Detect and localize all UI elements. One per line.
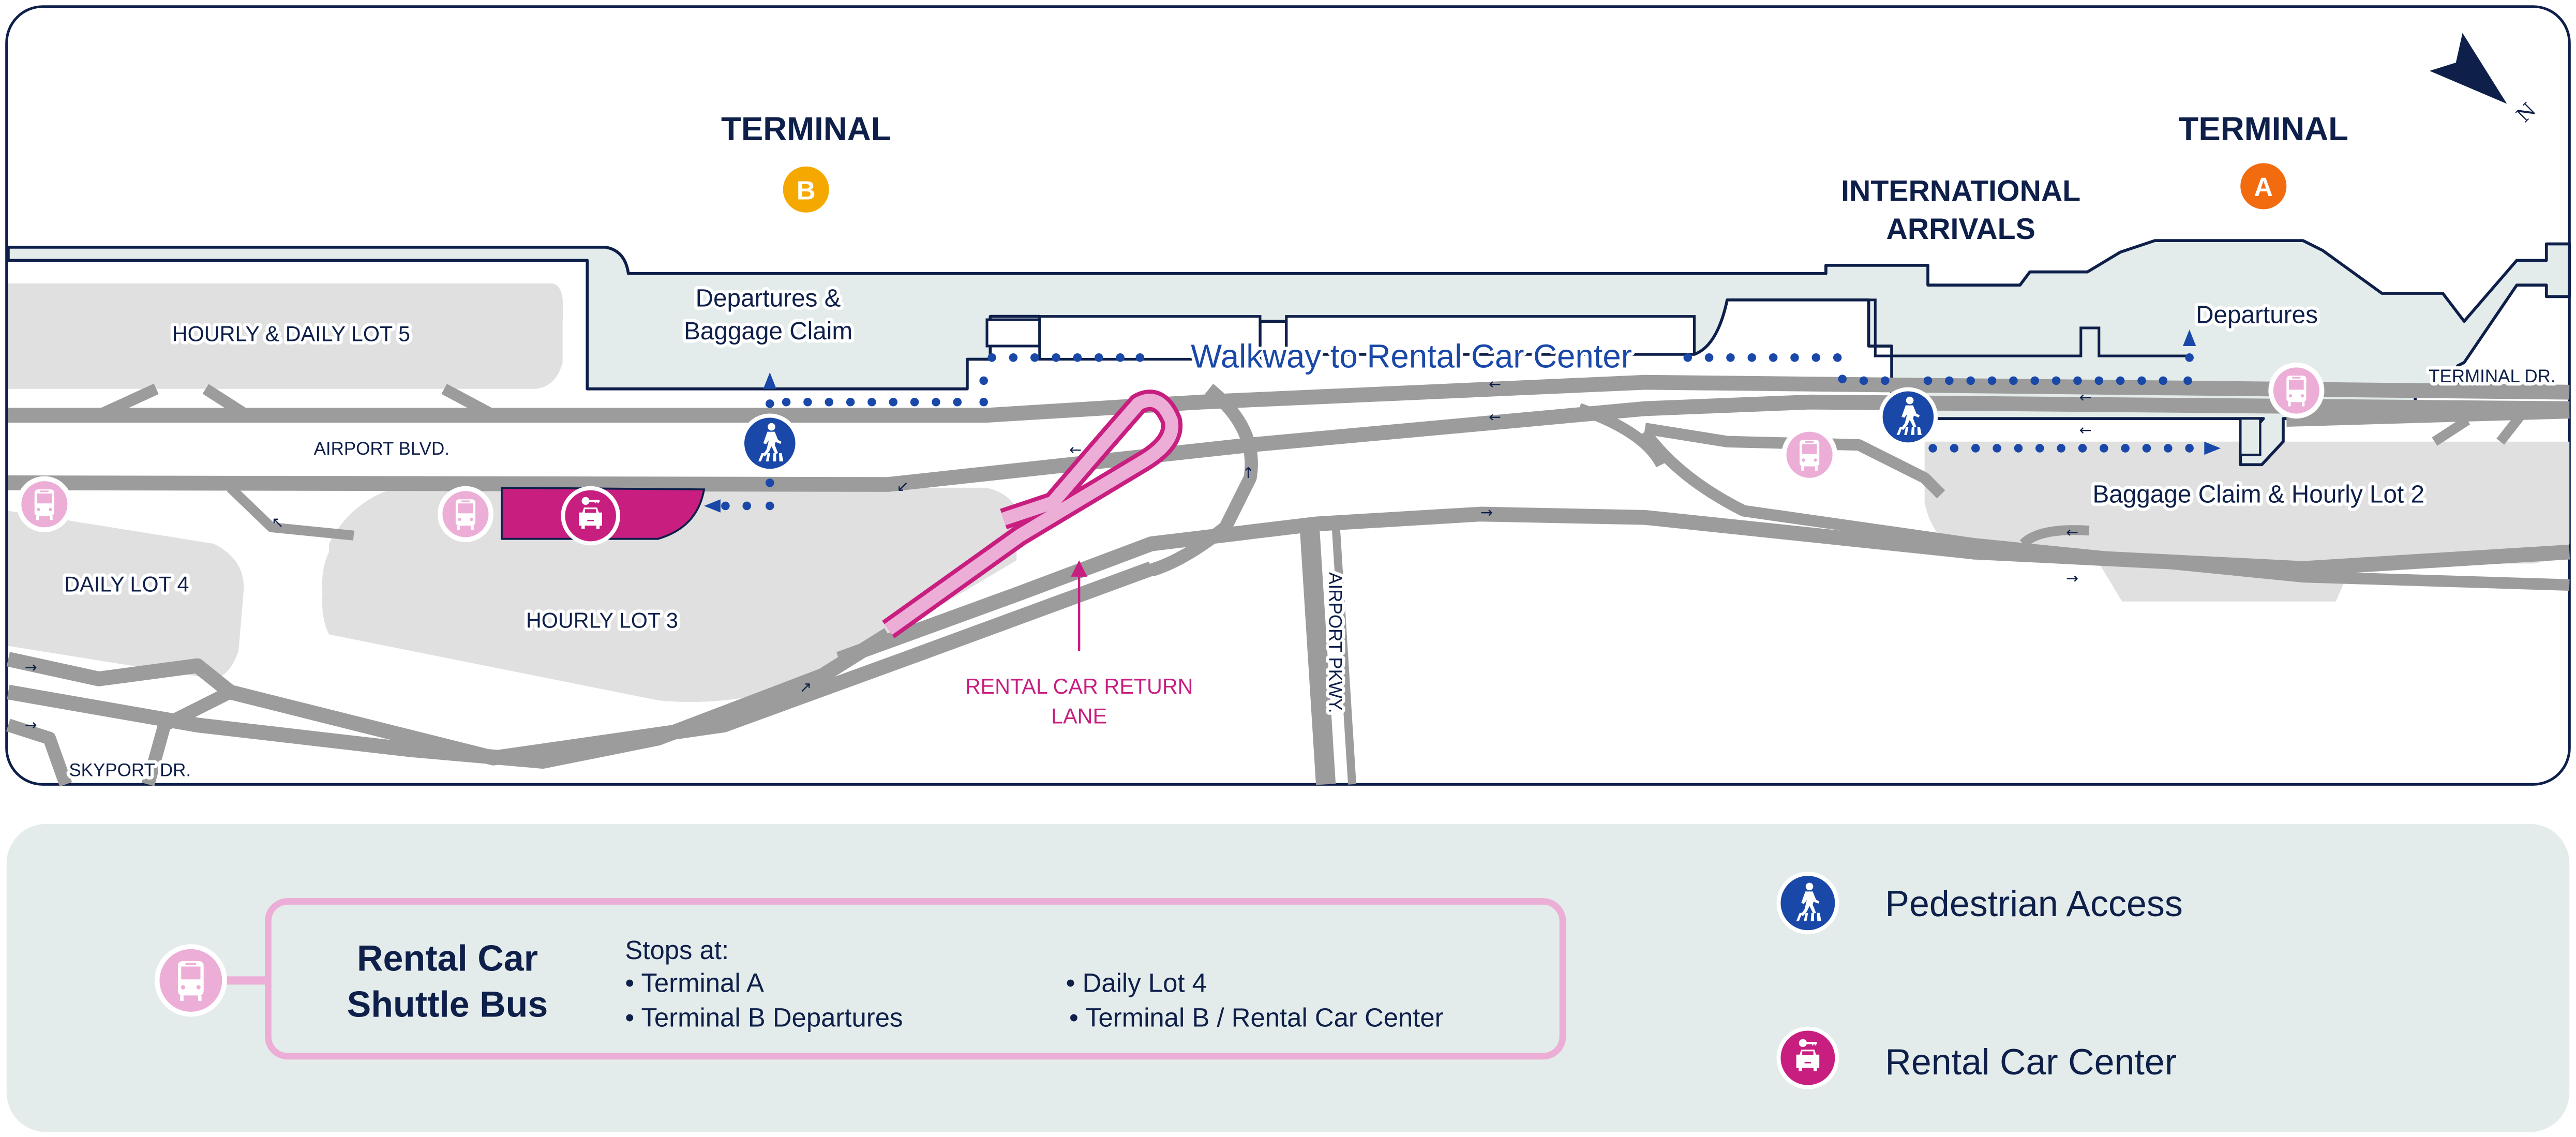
shuttle-bus-icon: [154, 944, 227, 1017]
lot-3-label: HOURLY LOT 3: [526, 609, 678, 633]
shuttle-bus-icon[interactable]: [2268, 363, 2324, 418]
legend-shuttle-title-1: Rental Car: [357, 938, 538, 978]
svg-text:↗: ↗: [800, 678, 812, 696]
legend-stop-item: • Terminal A: [625, 968, 764, 998]
terminal-b-badge: [780, 163, 833, 216]
legend-stop-item: • Daily Lot 4: [1066, 968, 1207, 998]
terminal-b-annex: [985, 318, 1041, 348]
rental-car-return-lane[interactable]: [882, 390, 1183, 651]
svg-text:←: ←: [2066, 523, 2078, 541]
legend-rental-car-center: Rental Car Center: [1776, 1026, 2177, 1089]
legend-pedestrian-access: Pedestrian Access: [1776, 872, 2183, 935]
lot-3-area[interactable]: [322, 487, 1017, 702]
svg-text:↑: ↑: [1242, 464, 1254, 482]
airport-blvd-label: AIRPORT BLVD.: [314, 439, 450, 459]
pedestrian-crossing-icon[interactable]: [1879, 387, 1938, 447]
legend-shuttle-title-2: Shuttle Bus: [347, 984, 548, 1024]
svg-text:→: →: [25, 716, 37, 734]
svg-text:ARRIVALS: ARRIVALS: [1886, 213, 2035, 246]
legend-shuttle: Rental Car Shuttle Bus Stops at: • Termi…: [154, 898, 1566, 1060]
shuttle-bus-icon[interactable]: [17, 476, 72, 532]
terminal-a-departures-label: Departures: [2196, 301, 2318, 328]
shuttle-bus-icon[interactable]: [1781, 427, 1837, 483]
walkway-dots-terminal-b: [704, 330, 2221, 513]
svg-text:←: ←: [2079, 388, 2092, 406]
svg-text:←: ←: [1069, 441, 1082, 458]
svg-text:→: →: [25, 659, 37, 676]
terminal-b-departures-label: Departures & Baggage Claim: [681, 281, 856, 348]
svg-text:→: →: [1480, 503, 1493, 521]
svg-text:←: ←: [1489, 408, 1501, 425]
parking-lots: [8, 283, 2570, 702]
terminal-dr-label: TERMINAL DR.: [2429, 366, 2555, 386]
lot-4-label: DAILY LOT 4: [64, 573, 189, 596]
road-network: [6, 375, 2570, 787]
pedestrian-crossing-icon: [1776, 872, 1839, 935]
walkway-building: [1285, 315, 1696, 356]
shuttle-bus-icon[interactable]: [438, 486, 493, 542]
pedestrian-walkway-path: [704, 330, 2221, 513]
svg-text:Departures &: Departures &: [696, 285, 841, 312]
svg-text:RENTAL CAR RETURN: RENTAL CAR RETURN: [965, 675, 1193, 698]
svg-text:Baggage Claim: Baggage Claim: [684, 318, 852, 345]
svg-text:→: →: [2066, 570, 2078, 587]
lot-5-label: HOURLY & DAILY LOT 5: [172, 322, 410, 346]
legend-stop-item: • Terminal B / Rental Car Center: [1069, 1003, 1444, 1033]
terminal-a-badge-letter: A: [2254, 172, 2273, 202]
road-direction-arrows: ← ← ← ← ← ← → → → → ↗ ↖ ↙ ↑: [25, 375, 2092, 734]
rental-car-key-icon[interactable]: [561, 486, 620, 546]
terminal-a-walkway-stem: [2239, 417, 2262, 456]
lot-4-area[interactable]: [8, 511, 244, 679]
terminal-b-label: TERMINAL B: [718, 107, 894, 216]
svg-text:TERMINAL: TERMINAL: [2179, 111, 2349, 147]
lot-5-area[interactable]: [8, 283, 563, 389]
terminal-a-label: TERMINAL A: [2175, 107, 2352, 213]
airport-pkwy-label: AIRPORT PKWY.: [1325, 572, 1345, 713]
legend-pedestrian-label: Pedestrian Access: [1885, 884, 2183, 924]
terminal-b-badge-letter: B: [797, 175, 816, 205]
skyport-dr-label: SKYPORT DR.: [69, 760, 191, 780]
svg-text:↖: ↖: [272, 513, 284, 531]
intl-arrivals-annex: [1727, 298, 2188, 357]
svg-text:LANE: LANE: [1051, 704, 1107, 728]
svg-text:TERMINAL: TERMINAL: [721, 111, 891, 147]
svg-text:INTERNATIONAL: INTERNATIONAL: [1841, 175, 2080, 208]
svg-text:↙: ↙: [896, 477, 909, 495]
legend-rental-car-center-label: Rental Car Center: [1885, 1042, 2177, 1082]
pedestrian-crossing-icon[interactable]: [740, 414, 799, 473]
terminal-a-badge: [2237, 159, 2290, 213]
rental-car-key-icon: [1776, 1026, 1839, 1089]
international-arrivals-label: INTERNATIONAL ARRIVALS: [1838, 171, 2084, 249]
lot-2-label: Baggage Claim & Hourly Lot 2: [2092, 481, 2424, 508]
legend-panel: Rental Car Shuttle Bus Stops at: • Termi…: [6, 824, 2570, 1132]
svg-text:←: ←: [1489, 375, 1501, 393]
rental-return-lane-label: RENTAL CAR RETURN LANE: [962, 671, 1196, 731]
terminal-b-concourse-connector: [1038, 315, 1262, 361]
legend-stop-item: • Terminal B Departures: [625, 1003, 903, 1033]
walkway-label: Walkway to Rental Car Center: [1191, 338, 1632, 375]
legend-stops-heading: Stops at:: [625, 935, 729, 965]
svg-text:←: ←: [2079, 421, 2092, 439]
